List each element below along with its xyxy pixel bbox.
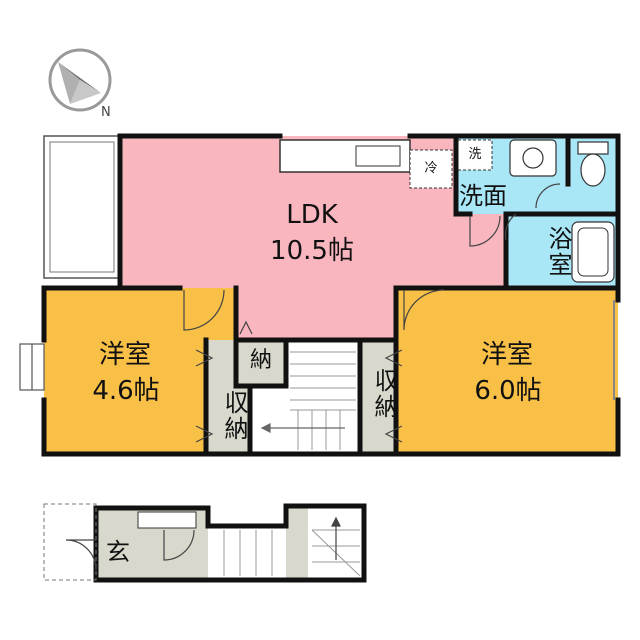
north-label: N (101, 105, 111, 120)
kitchen-counter (279, 139, 411, 173)
western-left-size: 4.6帖 (92, 376, 160, 406)
walls (41, 133, 621, 457)
compass-icon (48, 48, 112, 112)
washer-label: 洗 (468, 147, 482, 162)
closet-left-floor (206, 340, 250, 454)
door-swings (183, 183, 561, 331)
stair-treads (290, 351, 356, 450)
toilet-icon (577, 141, 609, 187)
entrance-stair-arrow-icon (331, 516, 341, 560)
western-room-right-floor (396, 288, 618, 454)
stair-landing (250, 386, 286, 454)
fridge-space (409, 149, 453, 189)
bathroom-name: 浴室 (544, 226, 572, 278)
closet-right-name: 収納 (370, 368, 398, 420)
stair-arrow-icon (260, 423, 345, 433)
entrance-name: 玄 (106, 538, 130, 566)
western-right-size: 6.0帖 (474, 376, 542, 406)
western-left-name: 洋室 (98, 340, 151, 370)
entrance-block (43, 503, 367, 583)
window-left-icon (19, 343, 45, 391)
bathtub-icon (571, 221, 615, 283)
ldk-size: 10.5帖 (270, 236, 354, 266)
stair-area (286, 340, 360, 454)
closet-left-name: 収納 (220, 390, 248, 442)
washroom-name: 洗面 (459, 182, 507, 210)
closet-right-floor (360, 340, 396, 454)
balcony (43, 135, 122, 279)
fridge-label: 冷 (424, 161, 438, 176)
closet-door-marks (195, 320, 403, 443)
ldk-name: LDK (286, 200, 338, 230)
storage-small-name: 納 (249, 348, 272, 373)
western-right-name: 洋室 (480, 340, 533, 370)
sink-icon (509, 139, 557, 177)
